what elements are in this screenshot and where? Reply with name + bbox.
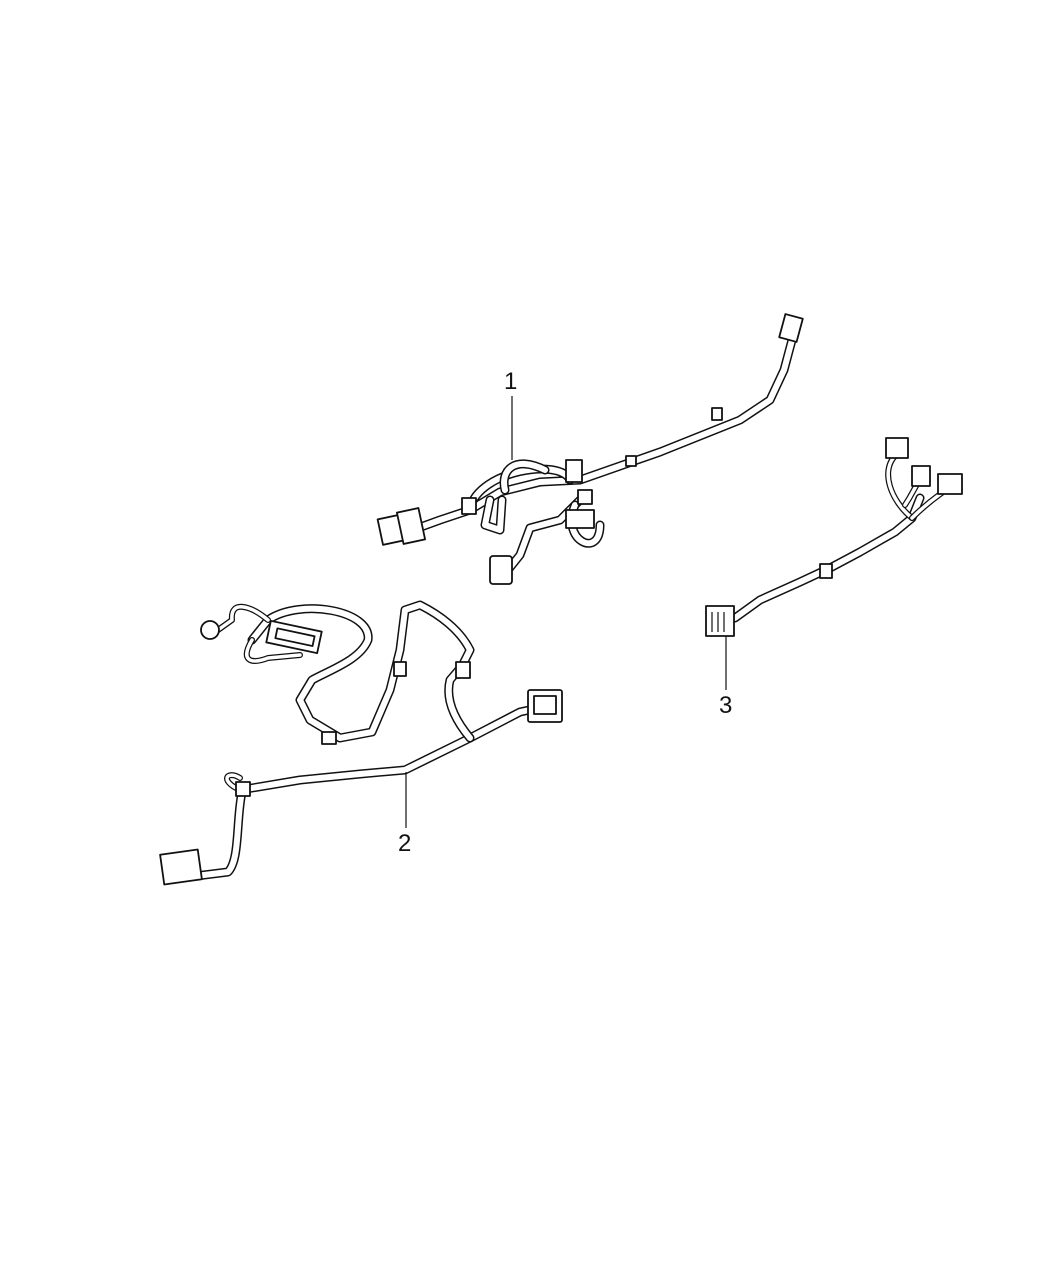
connector-icon: [159, 848, 203, 886]
harness-1: [376, 313, 804, 585]
clip-icon: [321, 731, 337, 745]
connector-icon: [885, 437, 909, 459]
connector-icon: [705, 605, 735, 637]
callout-2: 2: [398, 830, 412, 857]
clip-icon: [461, 497, 477, 515]
connector-icon: [911, 465, 931, 487]
connector-icon: [565, 509, 595, 529]
clip-icon: [577, 489, 593, 505]
clip-icon: [455, 661, 471, 679]
clip-icon: [711, 407, 723, 421]
callout-3: 3: [719, 692, 733, 719]
connector-icon: [565, 459, 583, 483]
clip-icon: [819, 563, 833, 579]
connector-icon: [778, 313, 804, 343]
connector-detail: [533, 695, 557, 715]
connector-icon: [200, 620, 220, 640]
clip-icon: [235, 781, 251, 797]
clip-icon: [393, 661, 407, 677]
harness-3: [705, 437, 963, 690]
harness-2: [159, 600, 563, 886]
clip-icon: [625, 455, 637, 467]
connector-icon: [396, 507, 426, 545]
callout-1: 1: [504, 368, 518, 395]
connector-icon: [489, 555, 513, 585]
module-connector-detail: [274, 627, 316, 647]
connector-icon: [937, 473, 963, 495]
